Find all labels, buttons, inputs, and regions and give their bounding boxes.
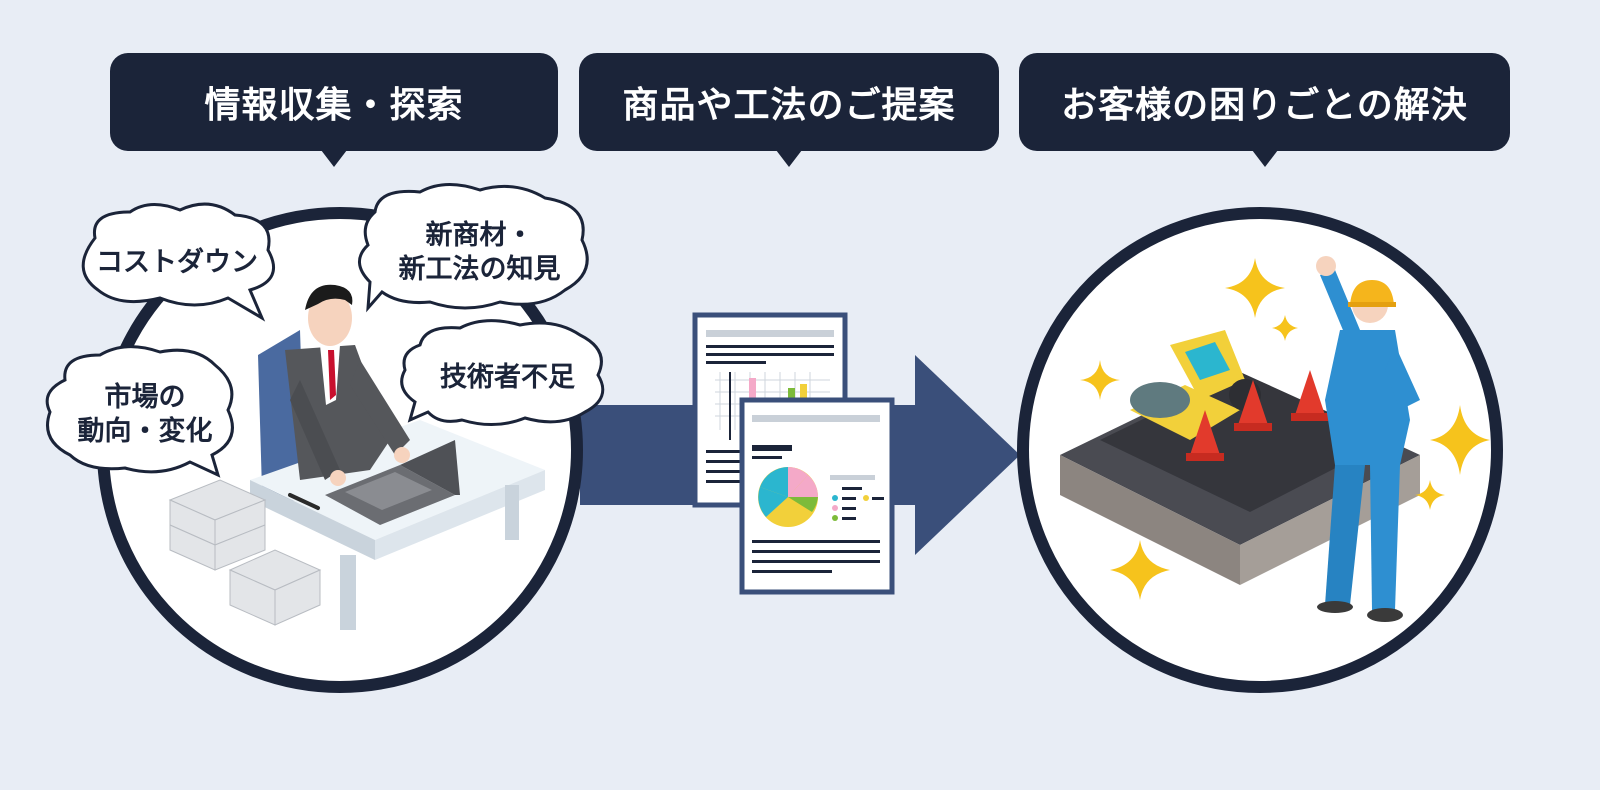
worker-figure bbox=[1316, 256, 1420, 622]
bubble-cost-down: コストダウン bbox=[82, 228, 272, 298]
proposal-documents bbox=[692, 312, 895, 595]
bubble-engineer-shortage-text: 技術者不足 bbox=[440, 362, 575, 394]
bubble-cost-down-text: コストダウン bbox=[96, 247, 258, 279]
bubble-market-line1: 市場の bbox=[104, 382, 186, 414]
bubble-new-materials: 新商材・ 新工法の知見 bbox=[372, 205, 587, 300]
header-info-gathering: 情報収集・探索 bbox=[110, 53, 558, 151]
bubble-market-line2: 動向・変化 bbox=[77, 416, 213, 447]
header-problem-solving: お客様の困りごとの解決 bbox=[1019, 53, 1510, 151]
header-problem-solving-label: お客様の困りごとの解決 bbox=[1061, 85, 1468, 126]
bubble-new-materials-line2: 新工法の知見 bbox=[398, 253, 561, 285]
bubble-new-materials-shape bbox=[358, 183, 589, 313]
businessman-at-desk-illustration bbox=[168, 284, 545, 630]
header-info-gathering-label: 情報収集・探索 bbox=[204, 85, 464, 126]
sparkle-icon bbox=[1415, 480, 1445, 510]
bubble-engineer-shortage: 技術者不足 bbox=[410, 338, 605, 418]
bubble-engineer-shortage-shape bbox=[400, 319, 605, 427]
bubble-new-materials-line1: 新商材・ bbox=[425, 219, 534, 251]
header-product-proposal: 商品や工法のご提案 bbox=[579, 53, 999, 151]
sparkle-icon bbox=[1110, 540, 1170, 600]
bubble-cost-down-shape bbox=[81, 202, 275, 322]
header-product-proposal-label: 商品や工法のご提案 bbox=[622, 85, 956, 126]
thought-bubbles bbox=[45, 183, 605, 478]
sparkle-icon bbox=[1080, 360, 1120, 400]
sparkle-icon bbox=[1430, 405, 1490, 475]
sparkle-icon bbox=[1225, 258, 1285, 318]
bubble-market: 市場の 動向・変化 bbox=[55, 365, 235, 465]
sparkle-icons bbox=[1080, 258, 1490, 600]
road-construction-illustration bbox=[1060, 256, 1420, 622]
bubble-market-shape bbox=[45, 345, 234, 478]
sparkle-icon bbox=[1272, 315, 1298, 341]
